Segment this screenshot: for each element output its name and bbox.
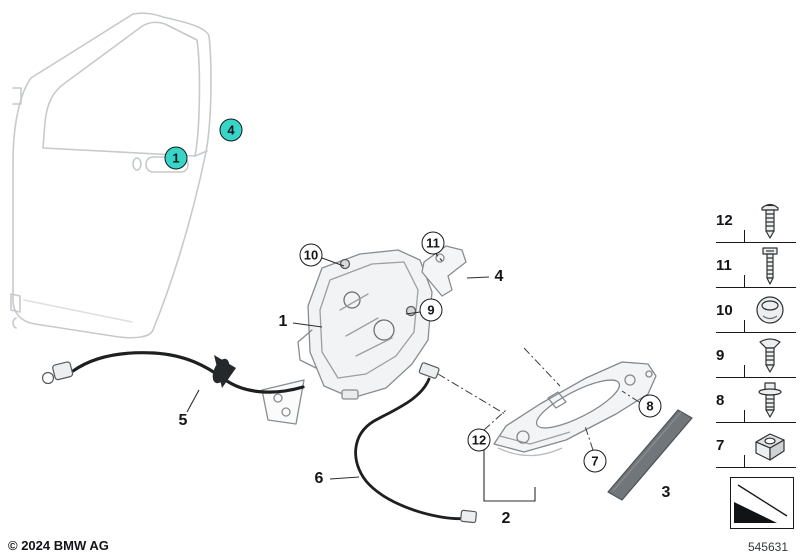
bowden-cable-rear-drawing [354, 362, 477, 524]
callout-screw-lock-upper[interactable]: 10 [299, 243, 323, 267]
callout-door-handle-position[interactable]: 1 [164, 146, 188, 170]
callout-bolt-carrier[interactable]: 8 [638, 394, 662, 418]
callout-nut-carrier[interactable]: 7 [583, 449, 607, 473]
fastener-ref[interactable]: 9 [716, 346, 725, 364]
handle-carrier-drawing [493, 361, 657, 457]
fastener-ref[interactable]: 8 [716, 391, 725, 409]
countersunk-screw-icon [744, 335, 796, 375]
trim-strip-drawing [607, 409, 693, 501]
label-trim-strip[interactable]: 3 [661, 484, 671, 501]
label-cable-rear[interactable]: 6 [314, 470, 324, 487]
torx-pan-head-screw-icon [744, 200, 796, 240]
door-panel-drawing [10, 12, 212, 339]
fastener-row-11[interactable]: 11 [716, 243, 796, 288]
callout-screw-lock-side[interactable]: 9 [419, 298, 443, 322]
installation-wedge-icon [730, 477, 794, 529]
label-door-check[interactable]: 4 [494, 268, 504, 285]
label-cable-front[interactable]: 5 [178, 412, 188, 429]
door-check-drawing [421, 245, 467, 297]
fastener-row-12[interactable]: 12 [716, 198, 796, 243]
fastener-ref[interactable]: 12 [716, 211, 733, 229]
fastener-row-7[interactable]: 7 [716, 423, 796, 468]
fastener-ref[interactable]: 7 [716, 436, 725, 454]
diagram-number: 545631 [747, 540, 788, 554]
copyright-text: © 2024 BMW AG [8, 538, 109, 553]
alignment-dash-lines [437, 347, 640, 451]
fastener-ref[interactable]: 10 [716, 301, 733, 319]
bowden-cable-front-drawing [41, 351, 305, 394]
callout-screw-door-check[interactable]: 11 [421, 231, 445, 255]
lock-actuator-drawing [261, 249, 433, 425]
label-handle-carrier[interactable]: 2 [501, 510, 511, 527]
fastener-row-9[interactable]: 9 [716, 333, 796, 378]
callout-door-check-position[interactable]: 4 [219, 118, 243, 142]
screw-with-washer-icon [744, 380, 796, 420]
round-head-screw-icon [744, 291, 796, 329]
fastener-ref[interactable]: 11 [716, 256, 732, 274]
label-lock[interactable]: 1 [278, 313, 288, 330]
callout-screw-carrier[interactable]: 12 [467, 428, 491, 452]
fastener-row-8[interactable]: 8 [716, 378, 796, 423]
fastener-row-10[interactable]: 10 [716, 288, 796, 333]
cage-nut-icon [744, 426, 796, 464]
fastener-legend: 12 11 [716, 198, 796, 529]
leader-lines [186, 253, 536, 502]
torx-screw-icon [744, 245, 796, 285]
